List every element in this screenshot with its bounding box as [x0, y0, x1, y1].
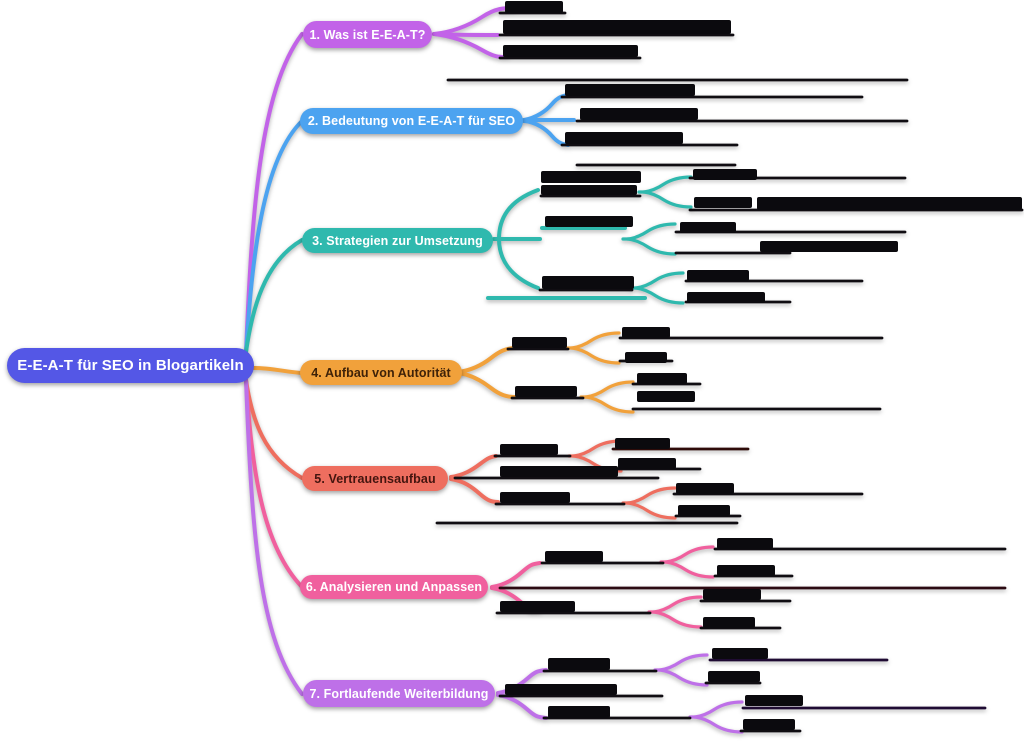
connector-line	[652, 595, 703, 614]
subtopic-text-bar	[717, 565, 775, 576]
branch-node-7[interactable]: 7. Fortlaufende Weiterbildung	[303, 680, 495, 707]
branch-label-4: 4. Aufbau von Autorität	[311, 365, 451, 380]
connector-line	[432, 32, 510, 60]
subtopic-text-bar	[512, 337, 567, 348]
central-topic-node[interactable]: E-E-A-T für SEO in Blogartikeln	[7, 348, 254, 383]
subtopic-text-bar	[545, 551, 603, 562]
branch-node-6[interactable]: 6. Analysieren und Anpassen	[300, 575, 488, 599]
branch-label-1: 1. Was ist E-E-A-T?	[309, 27, 426, 42]
subtopic-text-bar	[503, 45, 638, 57]
connector-line	[570, 346, 621, 365]
connector-line	[664, 545, 715, 564]
connector-line	[496, 693, 548, 720]
connector-line	[584, 380, 635, 399]
branch-node-4[interactable]: 4. Aufbau von Autorität	[300, 360, 462, 385]
connector-line	[658, 668, 709, 687]
branch-node-3[interactable]: 3. Strategien zur Umsetzung	[302, 228, 493, 253]
subtopic-text-bar	[500, 466, 618, 477]
connector-line	[244, 238, 304, 354]
subtopic-text-bar	[712, 648, 768, 659]
connector-line	[634, 286, 685, 305]
branch-label-3: 3. Strategien zur Umsetzung	[312, 233, 483, 248]
subtopic-text-bar	[680, 222, 736, 233]
subtopic-text-bar	[618, 458, 676, 469]
subtopic-text-bar	[637, 373, 687, 384]
connector-line	[664, 560, 715, 579]
subtopic-text-bar	[503, 20, 731, 34]
subtopic-text-bar	[622, 327, 670, 338]
branch-node-2[interactable]: 2. Bedeutung von E-E-A-T für SEO	[300, 108, 523, 134]
subtopic-text-bar	[545, 216, 633, 227]
connector-line	[457, 371, 517, 399]
connector-line	[449, 477, 500, 504]
subtopic-text-bar	[615, 438, 670, 449]
subtopic-text-bar	[703, 589, 761, 600]
subtopic-text-bar	[637, 391, 695, 402]
connector-line	[584, 395, 635, 414]
connector-line	[693, 700, 744, 719]
branch-node-1[interactable]: 1. Was ist E-E-A-T?	[303, 21, 432, 48]
connector-line	[572, 439, 623, 458]
subtopic-text-bar	[745, 695, 803, 706]
subtopic-text-bar	[565, 84, 695, 96]
connector-line	[626, 222, 677, 241]
subtopic-text-bar	[743, 719, 795, 730]
subtopic-text-bar	[760, 241, 898, 252]
connector-line	[570, 331, 621, 350]
subtopic-text-bar	[625, 352, 667, 363]
subtopic-text-bar	[678, 505, 730, 516]
subtopic-text-bar	[500, 601, 575, 612]
connector-line	[652, 610, 703, 629]
connector-line	[457, 346, 515, 374]
branch-label-7: 7. Fortlaufende Weiterbildung	[309, 686, 489, 701]
subtopic-text-bar	[693, 169, 757, 180]
subtopic-text-bar	[505, 1, 563, 13]
subtopic-text-bar	[687, 270, 749, 281]
subtopic-text-bar	[515, 386, 577, 397]
connector-line	[642, 175, 693, 194]
connector-line	[522, 119, 570, 147]
subtopic-text-bar	[717, 538, 773, 549]
subtopic-text-bar	[541, 185, 637, 195]
connector-line	[244, 378, 304, 696]
subtopic-text-bar	[565, 132, 683, 144]
connector-line	[626, 501, 677, 520]
subtopic-text-bar	[500, 444, 558, 455]
connector-line	[252, 366, 304, 375]
subtopic-text-bar	[687, 292, 765, 303]
connector-line	[626, 486, 677, 505]
connector-line	[522, 93, 570, 122]
subtopic-text-bar	[500, 492, 570, 503]
subtopic-text-bar	[505, 684, 617, 695]
subtopic-text-bar	[694, 197, 752, 208]
connector-line	[490, 561, 542, 589]
subtopic-text-bar	[708, 671, 760, 682]
connector-line	[449, 454, 498, 479]
subtopic-text-bar	[757, 197, 1022, 210]
subtopic-text-bar	[703, 617, 755, 628]
connector-line	[658, 653, 709, 672]
subtopic-text-bar	[548, 706, 610, 718]
connector-line	[693, 715, 744, 734]
connector-line	[626, 237, 677, 256]
branch-label-2: 2. Bedeutung von E-E-A-T für SEO	[307, 114, 516, 128]
connector-line	[244, 119, 304, 354]
branch-label-5: 5. Vertrauensaufbau	[314, 471, 436, 486]
central-topic-label: E-E-A-T für SEO in Blogartikeln	[17, 357, 244, 374]
connector-line	[642, 190, 693, 209]
subtopic-text-bar	[548, 658, 610, 670]
connector-line	[634, 271, 685, 290]
subtopic-text-bar	[541, 171, 641, 183]
subtopic-text-bar	[676, 483, 734, 494]
branch-node-5[interactable]: 5. Vertrauensaufbau	[302, 466, 448, 491]
subtopic-text-bar	[542, 276, 634, 289]
subtopic-text-bar	[580, 108, 698, 120]
branch-label-6: 6. Analysieren und Anpassen	[305, 580, 483, 594]
